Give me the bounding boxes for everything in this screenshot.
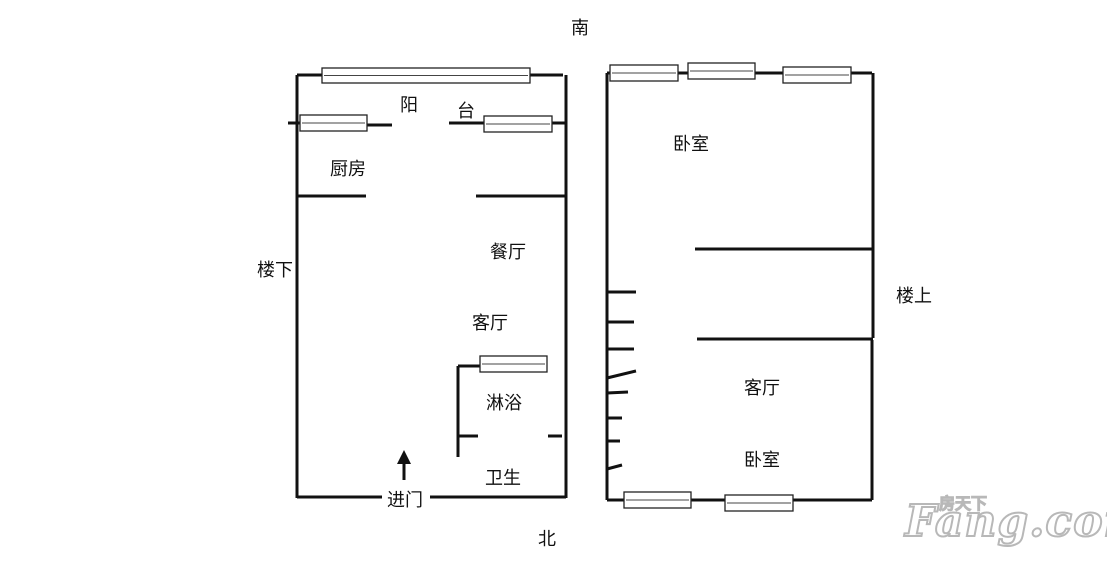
downstairs-label: 楼下 <box>257 260 293 281</box>
living-room-label: 客厅 <box>472 313 508 334</box>
right-plan-windows <box>609 62 852 512</box>
toilet-label: 卫生 <box>485 468 521 489</box>
upstairs-living-room-label: 客厅 <box>744 378 780 399</box>
compass-south-label: 南 <box>571 18 589 39</box>
balcony-label-part2: 台 <box>457 101 475 122</box>
fang-watermark-logo: Fang.com 房天下 <box>904 494 1107 568</box>
entrance-label: 进门 <box>387 490 423 511</box>
watermark-chinese: 房天下 <box>938 494 988 513</box>
entrance-arrow-icon <box>397 450 411 480</box>
left-plan-walls <box>288 73 568 499</box>
bedroom-bottom-label: 卧室 <box>744 450 780 471</box>
shower-label: 淋浴 <box>486 393 522 414</box>
balcony-label-part1: 阳 <box>400 95 418 116</box>
upstairs-label: 楼上 <box>896 286 932 307</box>
left-plan-windows <box>299 67 553 373</box>
watermark-brand: Fang.com <box>904 496 1107 547</box>
right-plan-walls <box>605 71 875 502</box>
dining-room-label: 餐厅 <box>490 242 526 263</box>
kitchen-label: 厨房 <box>330 159 366 180</box>
bedroom-top-label: 卧室 <box>673 134 709 155</box>
compass-north-label: 北 <box>538 529 556 550</box>
